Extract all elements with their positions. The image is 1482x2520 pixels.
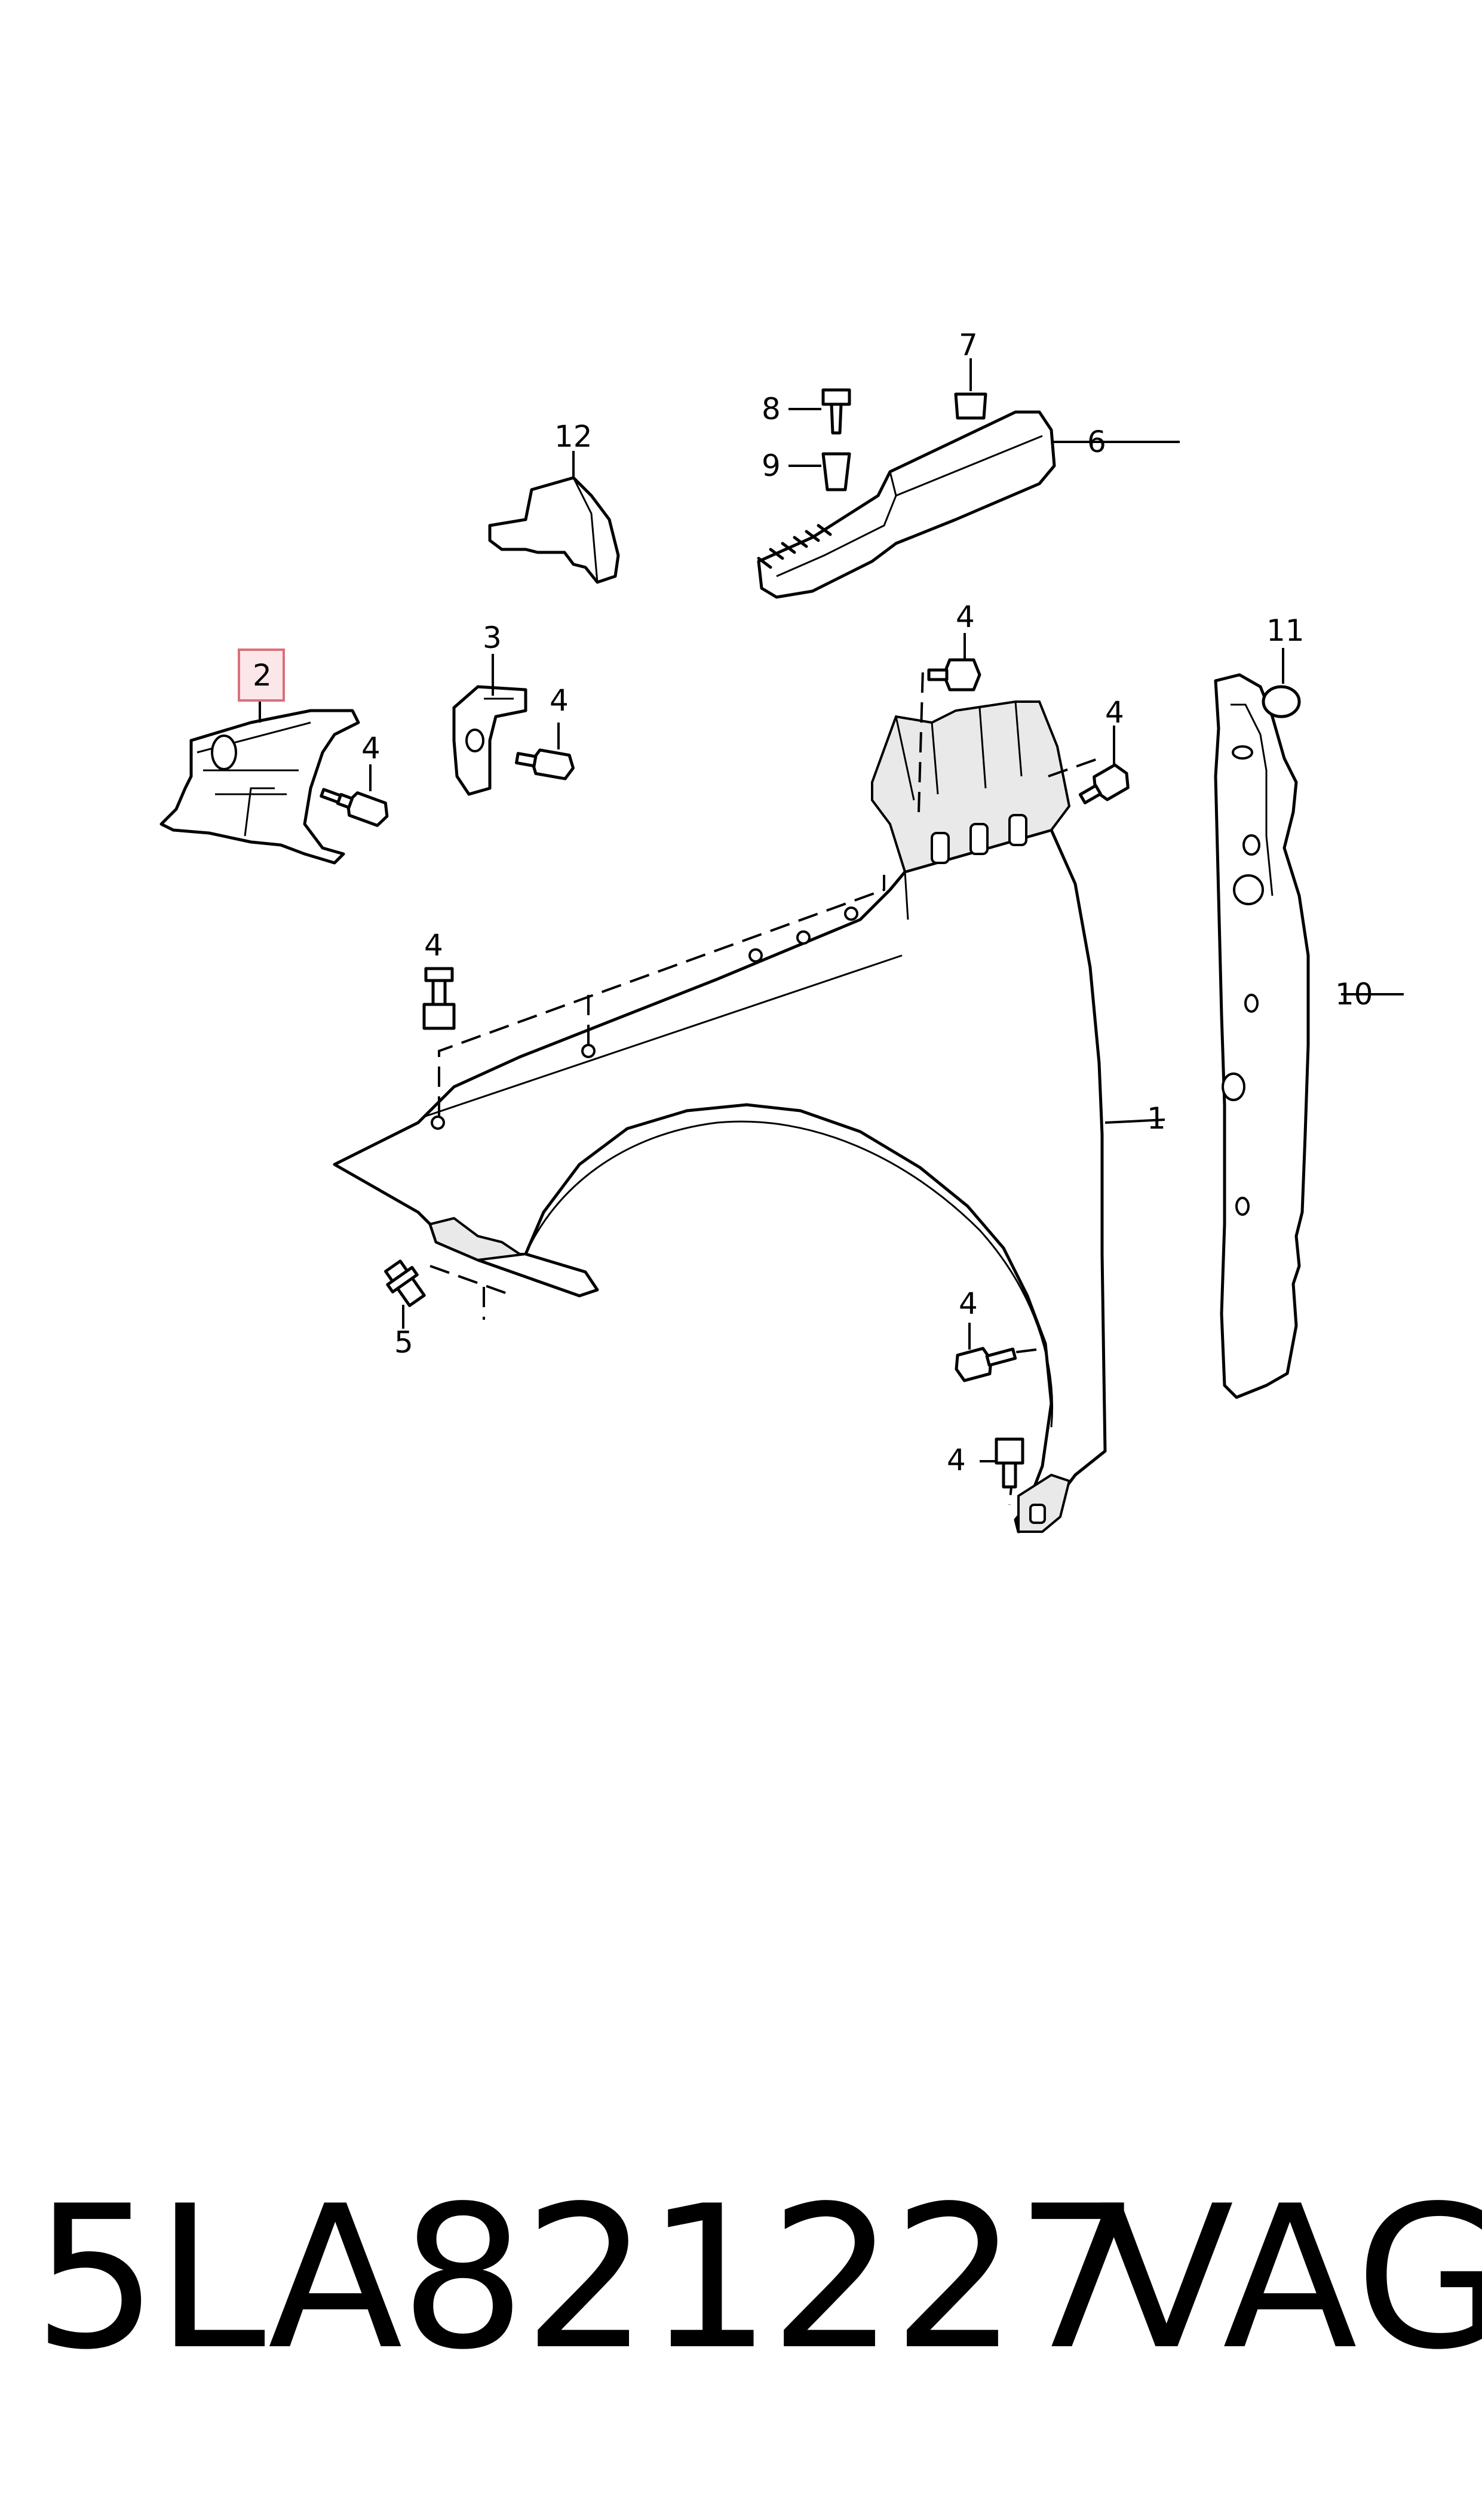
bracket-part-2[interactable] (159, 709, 360, 865)
bolt-icon[interactable] (318, 388, 1301, 1489)
callout-10: 10 (1335, 977, 1373, 1012)
callout-4: 4 (956, 600, 975, 634)
part-number: 5LA821227 (33, 2163, 1141, 2393)
callout-8: 8 (762, 392, 781, 426)
callout-labels: 1 2 3 4 4 4 4 4 4 4 5 6 7 8 9 10 11 12 (253, 328, 1373, 1477)
callout-7: 7 (959, 328, 978, 362)
callout-6: 6 (1087, 425, 1106, 459)
fender-part-1[interactable] (333, 700, 1107, 1533)
leader-lines (259, 358, 1404, 1462)
callout-4: 4 (361, 731, 381, 766)
callout-4: 4 (959, 1286, 978, 1321)
callout-4: 4 (550, 683, 569, 718)
callout-12: 12 (554, 419, 593, 454)
trim-strip-part-6[interactable] (757, 410, 1056, 599)
callout-9: 9 (762, 448, 781, 483)
callout-4: 4 (1105, 695, 1124, 730)
callout-4: 4 (947, 1443, 966, 1477)
highlight-box (238, 649, 285, 702)
cover-part-12[interactable] (488, 476, 620, 584)
bracket-part-3[interactable] (452, 685, 527, 796)
callout-4: 4 (424, 928, 443, 963)
seal-strip-part-10[interactable] (1214, 673, 1310, 1399)
manufacturer-name: VAG (1099, 2163, 1482, 2393)
callout-2: 2 (253, 658, 272, 693)
callout-3: 3 (483, 620, 502, 655)
callout-11: 11 (1266, 613, 1305, 648)
parts-diagram: 1 2 3 4 4 4 4 4 4 4 5 6 7 8 9 10 11 12 (159, 328, 1404, 1533)
callout-1: 1 (1147, 1101, 1166, 1136)
callout-5: 5 (394, 1325, 413, 1360)
